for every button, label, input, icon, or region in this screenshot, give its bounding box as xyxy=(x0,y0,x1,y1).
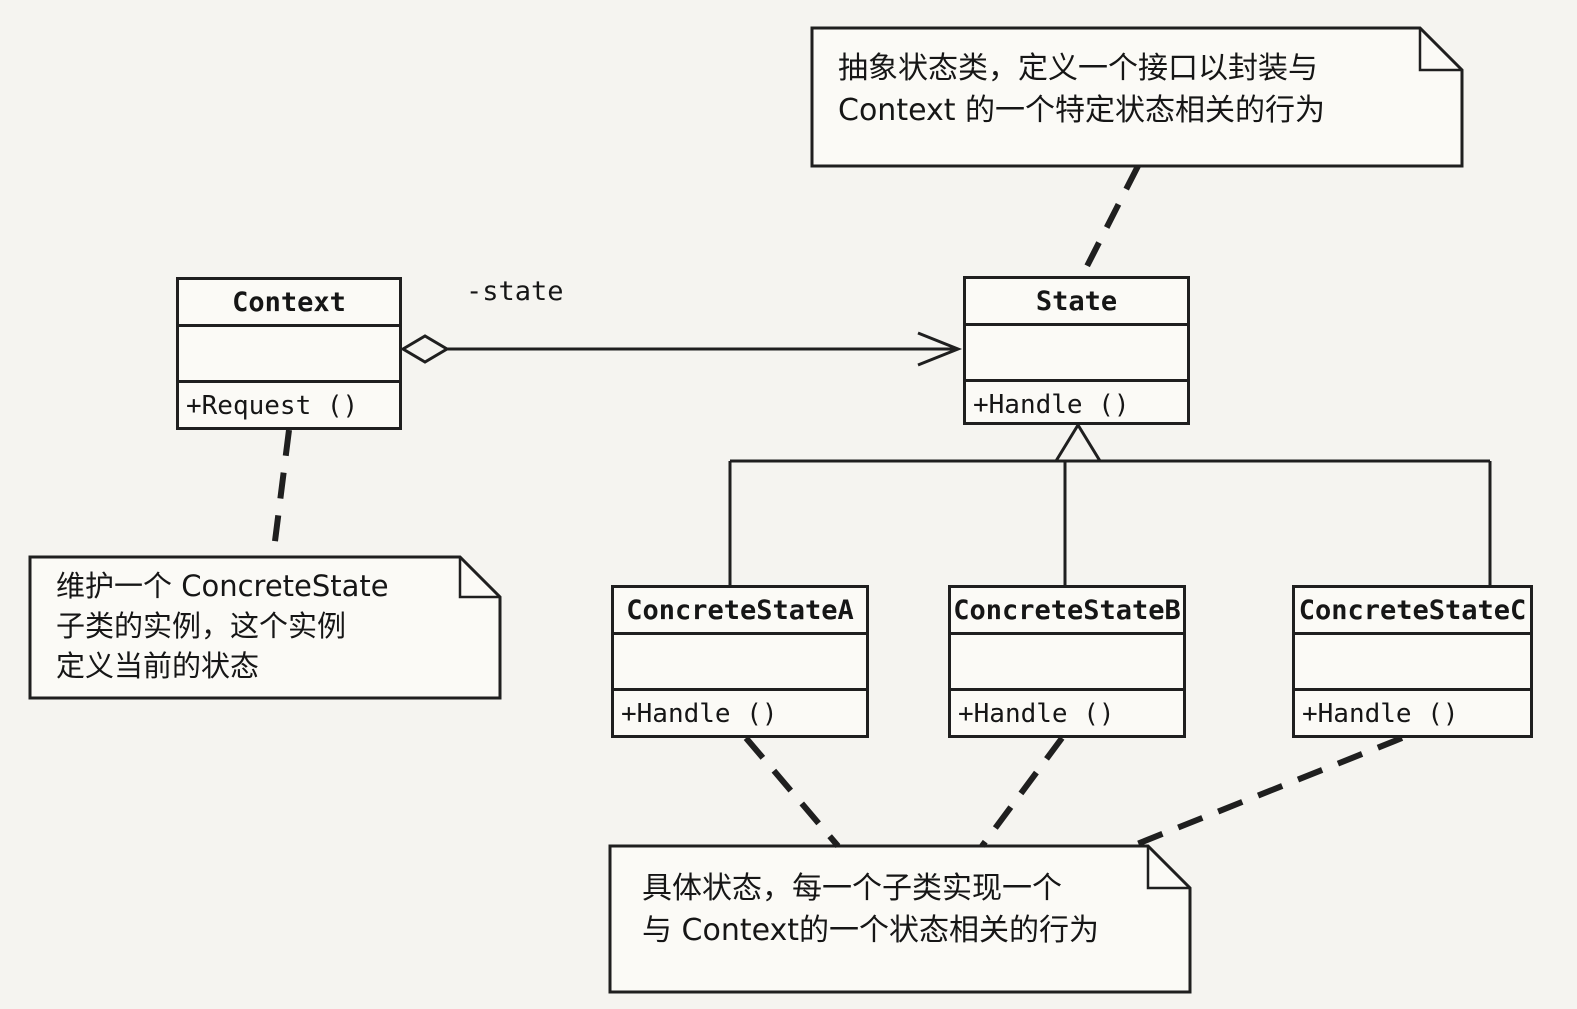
note-attachment-context xyxy=(270,429,292,558)
class-name-concrete-state-c: ConcreteStateC xyxy=(1295,588,1530,635)
class-box-state: State +Handle () xyxy=(963,276,1190,425)
association-label-state: -state xyxy=(466,276,564,307)
note-shape-concrete-state xyxy=(608,844,1192,994)
class-box-concrete-state-c: ConcreteStateC +Handle () xyxy=(1292,585,1533,738)
note-fold-icon-abstract-state xyxy=(1418,28,1462,72)
class-name-state: State xyxy=(966,279,1187,326)
class-attributes-concrete-state-c xyxy=(1295,635,1530,691)
note-fold-icon-concrete-state xyxy=(1146,846,1190,890)
note-shape-abstract-state xyxy=(810,26,1464,168)
class-attributes-state xyxy=(966,326,1187,382)
note-shape-context xyxy=(28,555,502,700)
note-attachment-concrete-b xyxy=(979,736,1065,848)
class-method-concrete-state-a: +Handle () xyxy=(621,699,778,729)
note-line: 抽象状态类，定义一个接口以封装与 xyxy=(838,51,1318,86)
note-attachment-concrete-a xyxy=(743,736,841,848)
note-line: 定义当前的状态 xyxy=(56,649,260,683)
note-fold-icon-context xyxy=(458,557,500,599)
generalization-triangle-icon xyxy=(1053,422,1103,463)
note-line: Context 的一个特定状态相关的行为 xyxy=(838,93,1326,128)
class-attributes-context xyxy=(179,327,399,383)
class-method-concrete-state-b: +Handle () xyxy=(958,699,1115,729)
class-method-state: +Handle () xyxy=(973,390,1130,420)
note-line: 维护一个 ConcreteState xyxy=(56,569,389,603)
note-line: 子类的实例，这个实例 xyxy=(56,609,347,643)
note-attachment-concrete-c xyxy=(1130,735,1404,849)
class-attributes-concrete-state-a xyxy=(614,635,866,691)
class-box-concrete-state-b: ConcreteStateB +Handle () xyxy=(948,585,1186,738)
class-attributes-concrete-state-b xyxy=(951,635,1183,691)
class-name-context: Context xyxy=(179,280,399,327)
aggregation-diamond-icon xyxy=(400,334,450,364)
note-text-abstract-state: 抽象状态类，定义一个接口以封装与 Context 的一个特定状态相关的行为 xyxy=(838,48,1325,132)
class-name-concrete-state-b: ConcreteStateB xyxy=(951,588,1183,635)
class-box-context: Context +Request () xyxy=(176,277,402,430)
note-attachment-abstract-state xyxy=(1079,164,1141,278)
class-method-concrete-state-c: +Handle () xyxy=(1302,699,1459,729)
class-method-context: +Request () xyxy=(186,391,359,421)
note-text-context: 维护一个 ConcreteState 子类的实例，这个实例 定义当前的状态 xyxy=(56,566,389,686)
note-text-concrete-state: 具体状态，每一个子类实现一个 与 Context的一个状态相关的行为 xyxy=(642,868,1099,952)
note-line: 具体状态，每一个子类实现一个 xyxy=(642,871,1062,906)
association-arrowhead-icon xyxy=(917,331,963,367)
note-line: 与 Context的一个状态相关的行为 xyxy=(642,913,1100,948)
class-box-concrete-state-a: ConcreteStateA +Handle () xyxy=(611,585,869,738)
class-name-concrete-state-a: ConcreteStateA xyxy=(614,588,866,635)
